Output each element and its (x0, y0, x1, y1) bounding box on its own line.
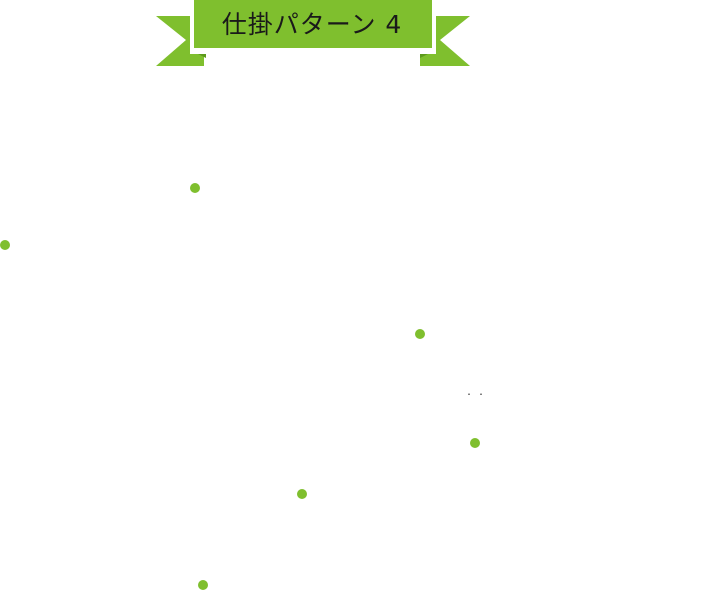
green-dot (297, 489, 307, 499)
pattern-ribbon-banner: 仕掛パターン 4 (154, 0, 472, 68)
green-dot (190, 183, 200, 193)
green-dot (470, 438, 480, 448)
ribbon-shape (156, 0, 470, 66)
green-dot (415, 329, 425, 339)
ribbon-title: 仕掛パターン 4 (221, 10, 403, 39)
green-dot (0, 240, 10, 250)
green-dot (198, 580, 208, 590)
ribbon-body (194, 0, 432, 48)
faint-speck-text: . . (466, 387, 485, 398)
